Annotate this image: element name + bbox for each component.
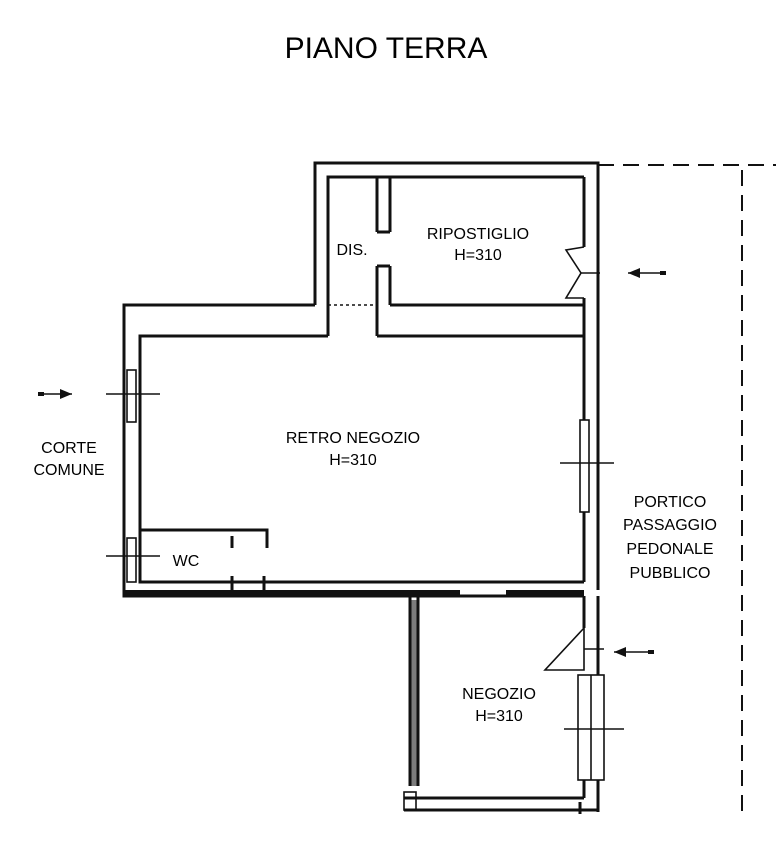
left-window-upper [106,369,160,423]
negozio-shop-window [564,674,624,781]
room-height-negozio: H=310 [475,708,523,725]
arrow-icon [614,647,654,657]
wc-walls [140,528,269,590]
room-label-negozio: NEGOZIO [462,686,536,703]
area-label-corte-line-1: CORTE [41,440,97,457]
page-title: PIANO TERRA [285,32,488,65]
left-window-lower [106,537,160,583]
area-label-corte-line-2: COMUNE [33,462,104,479]
room-label-wc: WC [173,553,200,570]
area-label-portico-line-4: PUBBLICO [630,565,711,582]
room-label-disimpegno: DIS. [336,242,367,259]
area-label-portico-line-1: PORTICO [634,494,707,511]
area-label-portico-line-2: PASSAGGIO [623,517,717,534]
retro-negozio-walls [122,303,586,598]
arrow-icon [628,268,666,278]
room-label-ripostiglio: RIPOSTIGLIO [427,226,529,243]
room-height-ripostiglio: H=310 [454,247,502,264]
negozio-walls [403,596,600,814]
right-window-retro [560,419,614,513]
portico-boundary [598,164,776,812]
upper-block-walls [313,161,600,590]
arrow-icon [38,389,72,399]
area-label-portico-line-3: PEDONALE [626,541,713,558]
negozio-door [543,625,604,671]
ripostiglio-door [564,246,600,299]
room-height-retro-negozio: H=310 [329,452,377,469]
room-label-retro-negozio: RETRO NEGOZIO [286,430,420,447]
